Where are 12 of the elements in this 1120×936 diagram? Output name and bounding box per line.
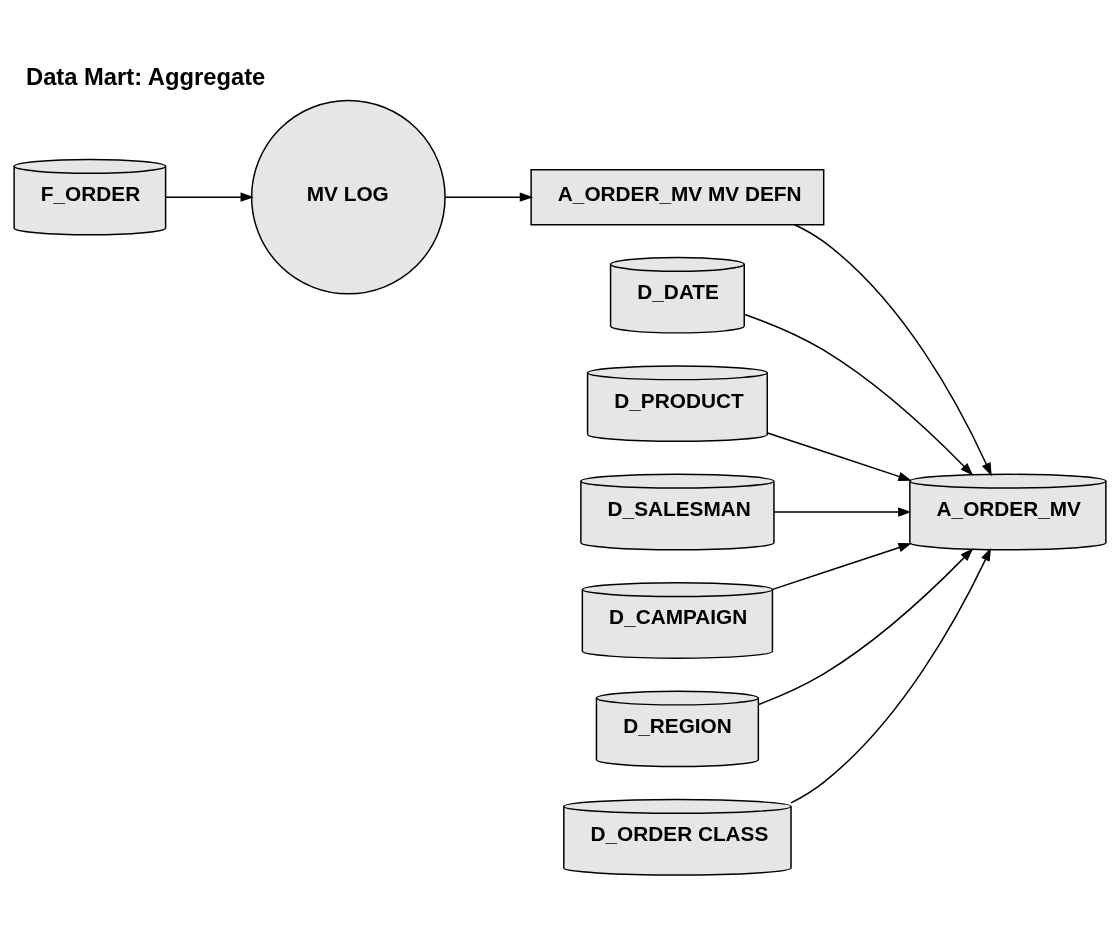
arrow: [772, 542, 912, 590]
node-box: A_ORDER_MV MV DEFN: [530, 168, 825, 225]
arrow: [793, 223, 992, 476]
arrow: [790, 547, 992, 804]
node-circle: MV LOG: [250, 99, 446, 295]
arrow: [773, 506, 912, 517]
arrow: [165, 191, 254, 202]
diagram-title: Data Mart: Aggregate: [26, 62, 266, 90]
arrow: [766, 431, 912, 481]
arrow: [757, 547, 974, 705]
arrow: [444, 191, 534, 202]
arrow: [743, 313, 974, 476]
